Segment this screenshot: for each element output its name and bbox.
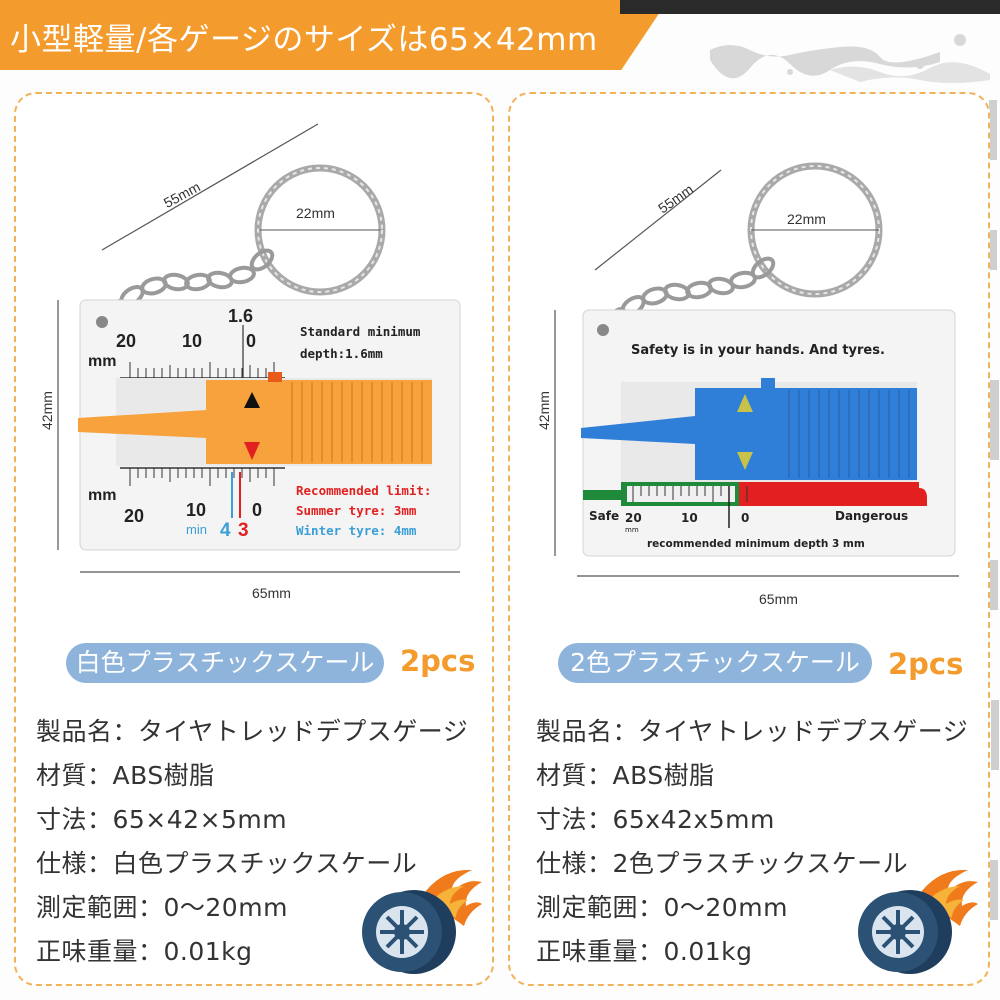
left-down-arrow-icon [244,442,260,460]
left-dim-diagonal: 55mm [161,178,203,210]
left-bottom-label-0: 0 [252,500,262,520]
right-dim-diagonal: 55mm [655,181,696,216]
left-quantity: 2pcs [400,644,476,678]
left-gauge-illustration: 55mm 22mm 42mm 20 10 0 1.6 mm Standard m… [39,123,461,601]
left-spec-list: 製品名：タイヤトレッドデプスゲージ 材質：ABS樹脂 寸法：65×42×5mm … [36,712,468,976]
right-scale-label-20: 20 [625,511,642,525]
right-spec-type: 仕様：2色プラスチックスケール [536,849,909,878]
left-top-unit: mm [88,353,116,370]
left-spec-type: 仕様：白色プラスチックスケール [36,849,418,878]
left-min-4: 4 [220,520,231,541]
left-bottom-unit: mm [88,487,116,504]
right-spec-material: 材質：ABS樹脂 [536,761,715,790]
left-diagonal-line [101,123,319,251]
right-dim-ring: 22mm [787,211,826,227]
left-min-3: 3 [238,520,249,541]
right-slogan: Safety is in your hands. And tyres. [631,343,885,358]
right-spec-list: 製品名：タイヤトレッドデプスゲージ 材質：ABS樹脂 寸法：65x42x5mm … [536,712,968,976]
right-scale-unit: mm [625,526,639,534]
left-summer-tyre: Summer tyre: 3mm [296,503,417,518]
left-recommended-limit: Recommended limit: [296,483,431,498]
page-title: 小型軽量/各ゲージのサイズは65×42mm [10,22,598,58]
left-min-label: min [186,522,207,537]
right-spec-weight: 正味重量：0.01kg [536,937,753,966]
left-bottom-label-10: 10 [186,500,206,520]
left-spec-material: 材質：ABS樹脂 [36,761,215,790]
right-hole-icon [597,324,609,336]
left-top-marker-16: 1.6 [228,306,253,326]
right-dim-width: 65mm [759,591,798,607]
left-flaming-tire-icon [362,869,482,974]
grunge-texture [710,34,990,83]
left-top-label-0: 0 [246,331,256,351]
header-dark-strip [620,0,1000,14]
right-dim-height: 42mm [536,391,552,430]
left-bottom-label-20: 20 [124,506,144,526]
right-up-arrow-icon [737,394,753,412]
left-spec-size: 寸法：65×42×5mm [36,805,288,834]
left-spec-name: 製品名：タイヤトレッドデプスゲージ [36,717,469,746]
right-quantity: 2pcs [888,647,964,681]
left-orange-slider[interactable] [78,372,432,464]
left-dim-ring: 22mm [296,205,335,221]
right-scale-label-0: 0 [741,511,749,525]
right-blue-slider[interactable] [581,378,917,480]
header-banner [0,0,668,70]
right-safe-label: Safe [589,509,619,523]
right-gauge-illustration: 55mm 22mm 42mm Safety is in your hands. … [536,162,959,607]
right-recommended-depth: recommended minimum depth 3 mm [647,538,865,550]
right-spec-name: 製品名：タイヤトレッドデプスゲージ [536,717,969,746]
left-standard-line2: depth:1.6mm [300,346,383,361]
side-texture [987,100,999,920]
right-dangerous-label: Dangerous [835,509,908,523]
right-spec-size: 寸法：65x42x5mm [536,805,775,834]
right-scale-label-10: 10 [681,511,698,525]
left-up-arrow-icon [244,392,260,408]
left-top-label-10: 10 [182,331,202,351]
left-hole-icon [96,316,108,328]
left-winter-tyre: Winter tyre: 4mm [296,523,417,538]
right-down-arrow-icon [737,452,753,470]
left-dim-height: 42mm [39,391,55,430]
left-dim-width: 65mm [252,585,291,601]
left-variant-pill: 白色プラスチックスケール [66,643,384,683]
left-top-label-20: 20 [116,331,136,351]
left-standard-line1: Standard minimum [300,324,421,339]
left-spec-range: 測定範囲：0〜20mm [36,893,288,922]
right-spec-range: 測定範囲：0〜20mm [536,893,788,922]
left-spec-weight: 正味重量：0.01kg [36,937,253,966]
right-variant-pill: 2色プラスチックスケール [558,643,872,683]
right-flaming-tire-icon [858,869,978,974]
